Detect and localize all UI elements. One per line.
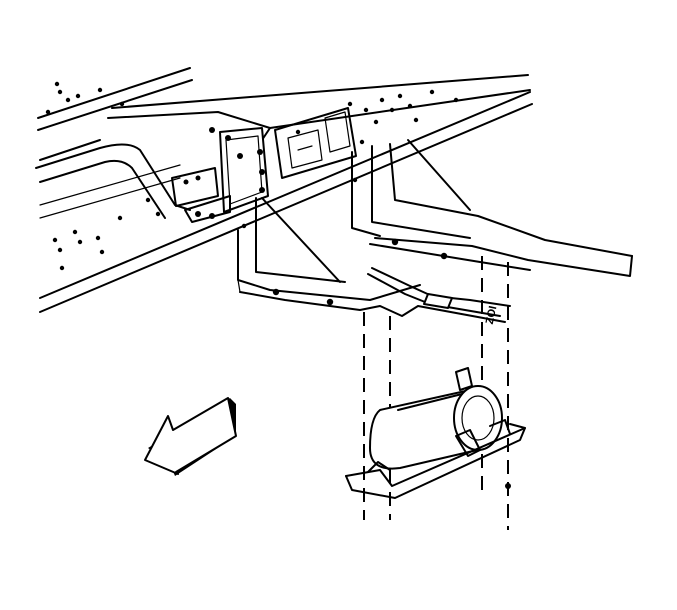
frame-rail [37,67,533,313]
bracket-label: ZOI [484,305,500,325]
tank-assembly [345,367,526,499]
tank-strap-rail: ZOI [367,267,511,325]
cross-member [35,111,271,223]
left-mount-bracket [237,197,506,323]
rivets [45,81,511,489]
rail-cutout-panel [274,107,357,179]
direction-arrow-icon [144,397,237,476]
right-mount-bracket [351,139,633,277]
